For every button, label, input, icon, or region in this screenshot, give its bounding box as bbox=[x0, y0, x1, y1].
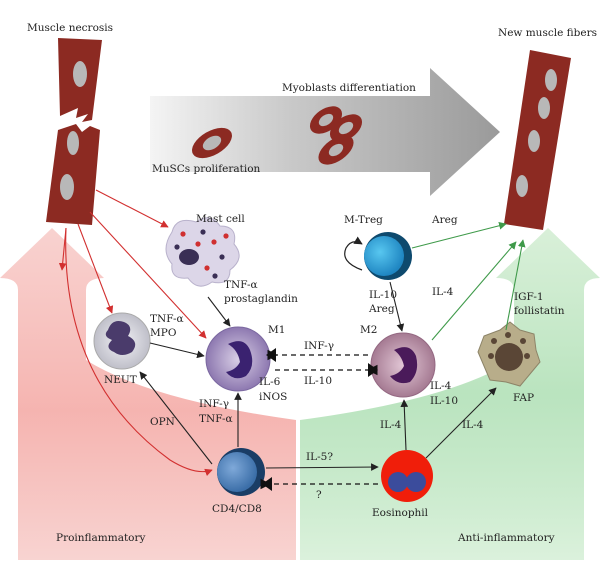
label-cd4cd8: CD4/CD8 bbox=[212, 503, 262, 515]
label-mast-tnf: TNF-α bbox=[224, 279, 258, 291]
label-myoblasts-differentiation: Myoblasts differentiation bbox=[282, 82, 416, 94]
musc-cell bbox=[192, 127, 232, 159]
label-mtreg: M-Treg bbox=[344, 214, 383, 226]
cd4-cd8-cell bbox=[217, 448, 265, 496]
inhibit-head-m1 bbox=[266, 348, 276, 362]
label-il4-eos-m2: IL-4 bbox=[380, 419, 402, 431]
label-neut-tnf: TNF-α bbox=[150, 313, 184, 325]
inhibit-head-cd bbox=[262, 477, 272, 491]
label-follistatin: follistatin bbox=[514, 305, 565, 317]
black-arrows bbox=[139, 281, 497, 471]
label-mast-prostaglandin: prostaglandin bbox=[224, 293, 298, 305]
mast-cell bbox=[165, 217, 240, 287]
label-areg-top: Areg bbox=[431, 214, 458, 226]
eosinophil-cell bbox=[381, 450, 433, 502]
label-il10-mid: IL-10 bbox=[304, 375, 332, 387]
necrotic-muscle-fiber bbox=[46, 38, 102, 225]
label-new-muscle-fibers: New muscle fibers bbox=[498, 27, 597, 39]
label-anti-inflammatory: Anti-inflammatory bbox=[457, 532, 555, 544]
green-arrows bbox=[411, 221, 526, 341]
label-question: ? bbox=[316, 489, 322, 501]
label-fap: FAP bbox=[513, 392, 534, 404]
label-cd-tnf: TNF-α bbox=[199, 413, 233, 425]
label-il5q: IL-5? bbox=[306, 451, 333, 463]
inhibit-head-m2 bbox=[368, 363, 378, 377]
label-muscle-necrosis: Muscle necrosis bbox=[27, 22, 113, 34]
anti-inflammatory-arrow bbox=[300, 228, 600, 560]
label-m1-il6: IL-6 bbox=[259, 376, 281, 388]
mtreg-cell bbox=[344, 232, 412, 280]
label-mast-cell: Mast cell bbox=[196, 213, 245, 225]
label-mtreg-areg: Areg bbox=[368, 303, 395, 315]
fap-cell bbox=[477, 321, 541, 387]
label-neut: NEUT bbox=[104, 374, 137, 386]
label-il4-eos-fap: IL-4 bbox=[462, 419, 484, 431]
neutrophil-cell bbox=[93, 312, 151, 370]
necrosis-arrows bbox=[58, 189, 213, 477]
label-neut-mpo: MPO bbox=[150, 327, 177, 339]
label-m1: M1 bbox=[268, 324, 285, 336]
label-m2-il4: IL-4 bbox=[430, 380, 452, 392]
m1-macrophage bbox=[205, 326, 271, 392]
inhibitory-arrows bbox=[260, 349, 378, 490]
label-cd-inf-gamma: INF-γ bbox=[199, 398, 229, 410]
label-muscs-proliferation: MuSCs proliferation bbox=[152, 163, 261, 175]
label-il4-fiber: IL-4 bbox=[432, 286, 454, 298]
label-m2: M2 bbox=[360, 324, 377, 336]
myoblast-cluster bbox=[309, 106, 363, 165]
label-m1-inos: iNOS bbox=[259, 391, 287, 403]
m2-macrophage bbox=[370, 332, 436, 398]
label-mtreg-il10: IL-10 bbox=[369, 289, 397, 301]
label-proinflammatory: Proinflammatory bbox=[56, 532, 146, 544]
label-inf-gamma-mid: INF-γ bbox=[304, 340, 334, 352]
label-m2-il10: IL-10 bbox=[430, 395, 458, 407]
label-opn: OPN bbox=[150, 416, 175, 428]
new-muscle-fiber bbox=[504, 50, 571, 230]
label-eosinophil: Eosinophil bbox=[372, 507, 429, 519]
label-igf1: IGF-1 bbox=[514, 291, 544, 303]
mtreg-self-loop bbox=[344, 236, 363, 271]
